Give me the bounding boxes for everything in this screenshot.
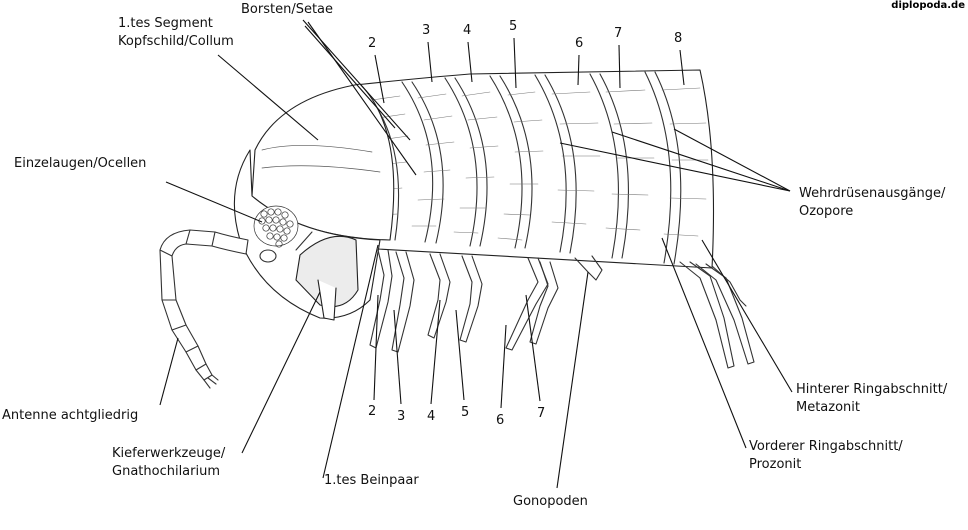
leader-ozopore-3	[673, 128, 791, 192]
segment-number: 3	[422, 23, 431, 38]
leg-number: 3	[397, 409, 406, 424]
leader-ozopore-2	[611, 131, 791, 192]
leg-number: 6	[496, 413, 505, 428]
label-collum: 1.tes Segment Kopfschild/Collum	[118, 15, 234, 51]
label-gonopods: Gonopoden	[513, 494, 588, 509]
label-collum-line2: Kopfschild/Collum	[118, 34, 234, 49]
leader-antenna	[159, 337, 179, 406]
label-metazonit-line1: Hinterer Ringabschnitt/	[796, 382, 948, 397]
leader-ozopore-1	[559, 142, 791, 192]
segment-number: 4	[463, 23, 472, 38]
label-ozopore: Wehrdrüsenausgänge/ Ozopore	[799, 185, 945, 221]
label-setae: Borsten/Setae	[241, 2, 334, 17]
label-ocelli: Einzelaugen/Ocellen	[14, 156, 147, 171]
leader-leg-6	[500, 324, 507, 409]
leader-seg-7	[618, 44, 621, 89]
leader-metazonit	[701, 239, 793, 393]
leader-leg-3	[393, 309, 402, 405]
label-gnathochilarium: Kieferwerkzeuge/ Gnathochilarium	[112, 445, 225, 481]
segment-number: 5	[509, 19, 518, 34]
leg-number: 4	[427, 409, 436, 424]
legs	[369, 249, 755, 369]
label-metazonit-line2: Metazonit	[796, 400, 861, 415]
label-ozopore-line2: Ozopore	[799, 204, 854, 219]
label-metazonit: Hinterer Ringabschnitt/ Metazonit	[796, 381, 947, 417]
segment-number: 2	[368, 36, 377, 51]
label-prozonit: Vorderer Ringabschnitt/ Prozonit	[749, 438, 903, 474]
segment-number: 8	[674, 31, 683, 46]
leader-setae-3	[304, 25, 396, 129]
leader-leg-4	[430, 299, 441, 405]
leader-lines	[159, 19, 793, 489]
label-prozonit-line1: Vorderer Ringabschnitt/	[749, 439, 903, 454]
leader-ocelli	[165, 181, 263, 223]
leg-number: 2	[368, 404, 377, 419]
ring-striations	[371, 87, 709, 241]
label-antenna: Antenne achtgliedrig	[2, 408, 139, 423]
leader-first-legs	[322, 244, 379, 479]
leader-leg-5	[455, 309, 465, 401]
segment-number: 7	[614, 26, 623, 41]
label-ozopore-line1: Wehrdrüsenausgänge/	[799, 186, 946, 201]
leader-leg-2	[373, 294, 379, 401]
leg-number: 5	[461, 405, 470, 420]
leader-seg-5	[513, 37, 517, 89]
leader-seg-8	[679, 49, 685, 86]
segment-number: 6	[575, 36, 584, 51]
antenna-shape	[159, 229, 249, 389]
label-gnathochilarium-line1: Kieferwerkzeuge/	[112, 446, 226, 461]
leader-seg-4	[467, 41, 473, 83]
label-collum-line1: 1.tes Segment	[118, 16, 213, 31]
leader-leg-7	[525, 294, 541, 402]
leader-seg-3	[427, 41, 433, 83]
ocelli-cluster	[253, 205, 299, 248]
leader-collum	[217, 54, 319, 141]
body-outline	[354, 69, 715, 269]
leader-seg-6	[577, 54, 580, 86]
leader-gnathochilarium	[241, 291, 321, 454]
label-first-legs: 1.tes Beinpaar	[324, 473, 419, 488]
leader-gonopods	[556, 271, 589, 489]
watermark: diplopoda.de	[891, 0, 965, 11]
leg-number: 7	[537, 406, 546, 421]
leader-seg-2	[374, 54, 385, 104]
label-prozonit-line2: Prozonit	[749, 457, 802, 472]
leader-prozonit	[661, 237, 747, 449]
body-rings	[361, 71, 682, 265]
leader-setae-2	[307, 21, 417, 176]
label-gnathochilarium-line2: Gnathochilarium	[112, 464, 221, 479]
